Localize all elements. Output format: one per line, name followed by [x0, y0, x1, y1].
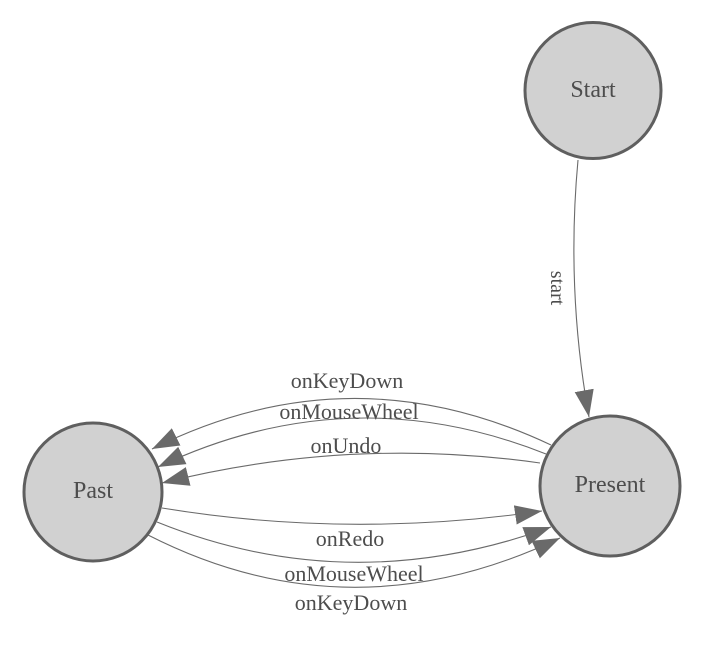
edge-present-to-past-onmousewheel	[157, 417, 547, 468]
edge-label-onmousewheel-bottom: onMouseWheel	[284, 561, 423, 586]
edge-past-to-present-onmousewheel	[156, 521, 552, 563]
edge-start-to-present	[573, 159, 594, 418]
state-circle-start	[523, 21, 663, 160]
edge-past-to-present-onredo	[161, 505, 543, 525]
edge-label-onmousewheel-top: onMouseWheel	[279, 399, 418, 424]
edge-label-onkeydown-top: onKeyDown	[291, 368, 403, 393]
edge-label-onundo: onUndo	[311, 433, 382, 458]
edge-label-start: start	[546, 271, 568, 306]
state-node-past: Past	[22, 421, 164, 563]
state-label-present: Present	[575, 472, 646, 498]
edge-present-to-past-onundo	[161, 452, 541, 486]
edge-label-onkeydown-bottom: onKeyDown	[295, 590, 407, 615]
state-circle-past	[22, 421, 164, 563]
state-node-start: Start	[523, 21, 663, 160]
state-label-past: Past	[73, 478, 113, 504]
edge-label-onredo: onRedo	[316, 526, 384, 551]
state-circle-present	[538, 414, 682, 558]
state-label-start: Start	[570, 77, 616, 103]
edge-past-to-present-onkeydown	[147, 534, 561, 588]
edge-present-to-past-onkeydown	[151, 397, 552, 450]
state-node-present: Present	[538, 414, 682, 558]
